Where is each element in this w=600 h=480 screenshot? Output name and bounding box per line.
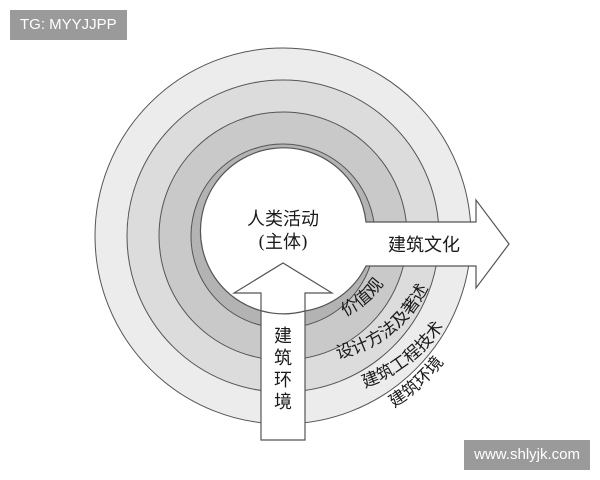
watermark-bottom-right: www.shlyjk.com (464, 440, 590, 470)
arrow-up-label-char: 环 (274, 370, 292, 391)
arrow-curve-shape (199, 147, 510, 441)
watermark-top-left: TG: MYYJJPP (10, 10, 127, 40)
arrow-up-label-char: 建 (274, 326, 292, 347)
arrow-up-label-char: 筑 (274, 348, 292, 369)
arrow-up-label-char: 境 (274, 392, 292, 413)
center-label-line1: 人类活动 (247, 209, 319, 230)
arrow-right-label: 建筑文化 (388, 235, 460, 256)
center-label-line2: (主体) (258, 232, 308, 253)
